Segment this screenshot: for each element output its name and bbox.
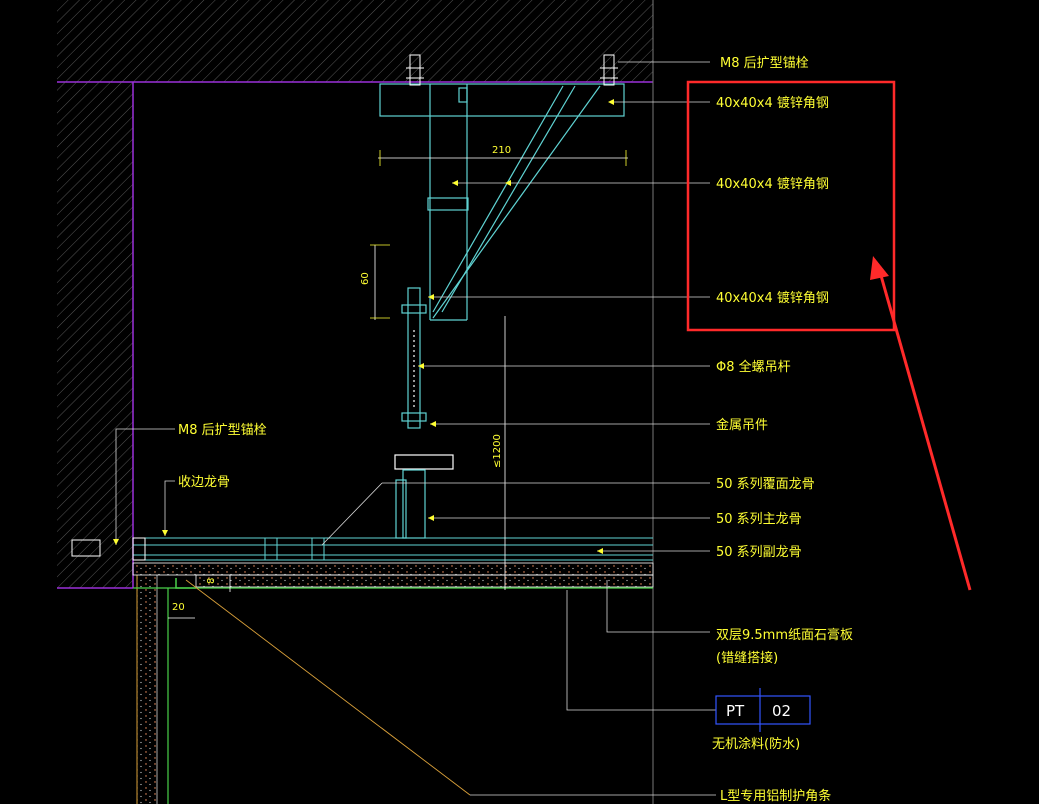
top-anchor-right	[600, 54, 618, 86]
label-paint: 无机涂料(防水)	[712, 736, 800, 752]
gypsum-board	[132, 562, 654, 589]
label-main-keel: 50 系列主龙骨	[716, 512, 802, 527]
highlight-box	[686, 80, 896, 332]
label-angle-2: 40x40x4 镀锌角钢	[716, 176, 829, 192]
tag-right: 02	[772, 702, 791, 720]
label-anchor-top: M8 后扩型锚栓	[720, 56, 809, 71]
leader-lines	[115, 61, 716, 711]
label-hanger: 金属吊件	[716, 417, 768, 433]
l-corner-leader	[185, 579, 471, 796]
sub-keel	[133, 537, 653, 561]
label-angle-3: 40x40x4 镀锌角钢	[716, 290, 829, 306]
concrete-slab	[57, 0, 653, 83]
label-cover-keel: 50 系列覆面龙骨	[716, 477, 815, 492]
lower-wall-finish	[136, 575, 169, 804]
label-gypsum-2: (错缝搭接)	[716, 650, 778, 666]
dimension-lines	[168, 150, 628, 619]
concrete-wall	[57, 82, 134, 589]
threaded-rod	[401, 287, 427, 429]
top-anchor-left	[406, 54, 424, 86]
dim-8: 8	[206, 578, 217, 584]
label-sub-keel: 50 系列副龙骨	[716, 545, 802, 560]
metal-hanger	[394, 454, 454, 539]
label-edge-keel: 收边龙骨	[178, 475, 230, 490]
finish-tag: PT 02	[715, 688, 811, 732]
left-anchor	[71, 537, 146, 561]
label-anchor-left: M8 后扩型锚栓	[178, 423, 267, 438]
dim-60: 60	[360, 272, 371, 285]
dim-1200: ≤1200	[492, 434, 503, 468]
label-rod: Φ8 全螺吊杆	[716, 359, 791, 375]
label-angle-1: 40x40x4 镀锌角钢	[716, 95, 829, 111]
arrow-markers	[113, 99, 614, 554]
label-l-corner: L型专用铝制护角条	[720, 788, 831, 804]
label-gypsum-1: 双层9.5mm纸面石膏板	[716, 627, 853, 643]
dim-210: 210	[492, 145, 511, 156]
tag-left: PT	[726, 702, 745, 720]
top-plate	[379, 83, 625, 321]
highlight-arrow	[870, 256, 972, 591]
dim-20: 20	[172, 602, 185, 613]
